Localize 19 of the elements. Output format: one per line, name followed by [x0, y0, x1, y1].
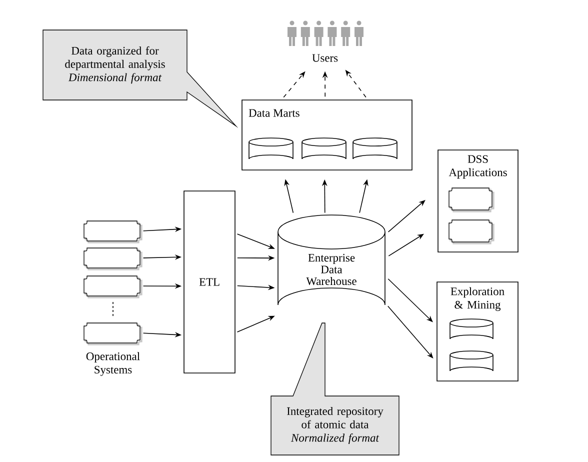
program-box — [84, 220, 142, 244]
callout: Integrated repository of atomic data Normalized format — [270, 322, 400, 456]
program-box — [84, 248, 142, 270]
database-cylinder — [450, 350, 494, 372]
database-cylinder: Enterprise Data Warehouse — [278, 214, 386, 306]
database-cylinder — [302, 138, 346, 160]
program-box — [448, 188, 494, 212]
group-box: DSS Applications — [438, 150, 518, 252]
group-box: Exploration & Mining — [436, 282, 518, 382]
database-cylinder — [450, 318, 494, 340]
callout: Data organized for departmental analysis Dimensional format — [42, 30, 238, 128]
program-box — [448, 220, 494, 244]
group-box: Data Marts — [242, 100, 412, 170]
database-cylinder — [352, 138, 398, 160]
database-cylinder — [248, 138, 294, 160]
program-box — [84, 276, 142, 298]
process-box: ETL — [184, 190, 236, 374]
program-box — [84, 322, 142, 346]
node-label: Users — [312, 54, 338, 62]
